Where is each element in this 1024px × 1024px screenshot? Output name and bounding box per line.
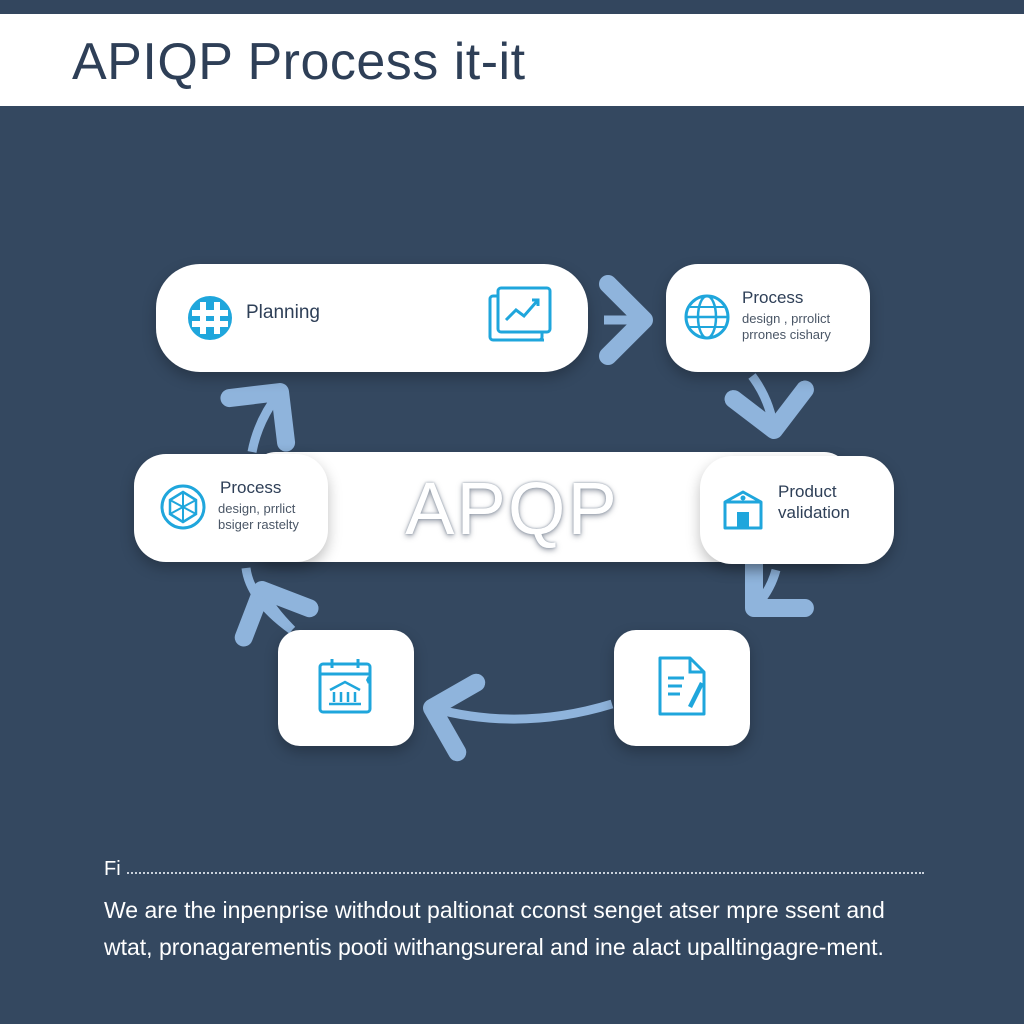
- process-top-label: Process: [742, 288, 804, 307]
- footer-label: Fi: [104, 858, 125, 881]
- document-edit-icon: [658, 656, 706, 716]
- globe-grid-icon: [188, 296, 232, 340]
- process-left-sub-2: bsiger rastelty: [218, 517, 299, 532]
- process-top-sub-2: prrones cishary: [742, 327, 831, 342]
- planning-card[interactable]: Planning: [156, 264, 588, 372]
- arrow-document-to-calendar: [423, 673, 614, 762]
- product-validation-card[interactable]: Product validation: [700, 456, 894, 564]
- arrow-validation-to-document: [744, 548, 814, 617]
- product-validation-label-1: Product: [778, 482, 837, 501]
- calendar-building-icon: [318, 659, 372, 714]
- footer-text: We are the inpenprise withdout paltionat…: [104, 892, 944, 966]
- process-left-label: Process: [220, 478, 282, 497]
- globe-network-icon: [160, 484, 206, 530]
- process-top-sub-1: design , prrolict: [742, 311, 831, 326]
- product-validation-label-2: validation: [778, 503, 850, 522]
- process-top-card[interactable]: Process design , prrolict prrones cishar…: [666, 264, 870, 372]
- footer-divider: [104, 872, 924, 876]
- arrow-process-to-validation: [724, 373, 814, 439]
- footer-line-1: We are the inpenprise withdout paltionat…: [104, 897, 885, 923]
- globe-icon: [684, 294, 730, 340]
- center-label: APQP: [405, 467, 619, 550]
- arrow-process-to-planning: [220, 383, 296, 453]
- process-left-card[interactable]: Process design, prrlict bsiger rastelty: [134, 454, 328, 562]
- footer-line-2: wtat, pronagarementis pooti withangsurer…: [104, 934, 884, 960]
- chart-documents-icon: [488, 286, 552, 342]
- document-card[interactable]: [614, 630, 750, 746]
- calendar-card[interactable]: [278, 630, 414, 746]
- box-icon: [723, 490, 763, 530]
- process-left-sub-1: design, prrlict: [218, 501, 296, 516]
- page-title: APIQP Process it-it: [72, 33, 526, 91]
- title-bar: APIQP Process it-it: [0, 14, 1024, 106]
- arrow-arc-left-lower: [241, 567, 295, 634]
- top-strip: [0, 0, 1024, 14]
- planning-label: Planning: [246, 302, 320, 323]
